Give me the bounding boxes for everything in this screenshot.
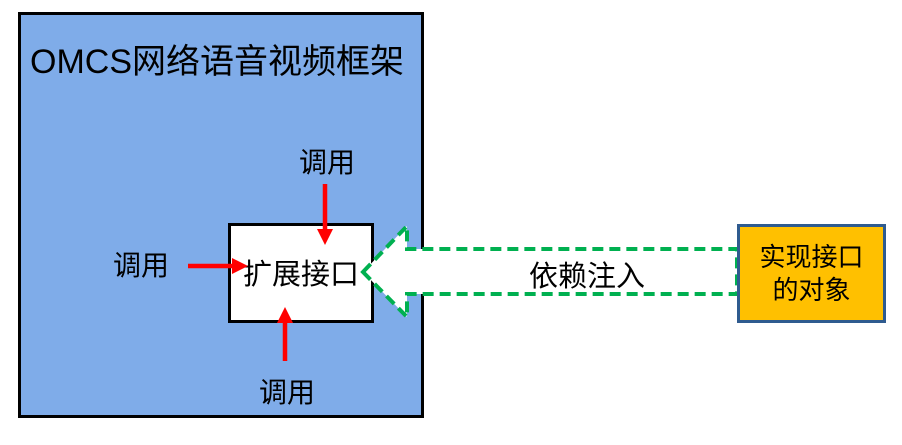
framework-title: OMCS网络语音视频框架 bbox=[30, 43, 404, 81]
call-label-bottom: 调用 bbox=[258, 377, 315, 408]
extension-interface-box: 扩展接口 bbox=[228, 223, 374, 323]
implementing-object-box: 实现接口 的对象 bbox=[737, 224, 886, 323]
extension-interface-label: 扩展接口 bbox=[242, 259, 359, 292]
call-label-left: 调用 bbox=[112, 250, 169, 281]
injection-label: 依赖注入 bbox=[528, 261, 645, 293]
framework-box bbox=[18, 12, 424, 418]
implementing-object-label-line1: 实现接口 bbox=[759, 241, 864, 272]
call-label-top: 调用 bbox=[299, 147, 356, 178]
implementing-object-label-line2: 的对象 bbox=[772, 274, 851, 305]
